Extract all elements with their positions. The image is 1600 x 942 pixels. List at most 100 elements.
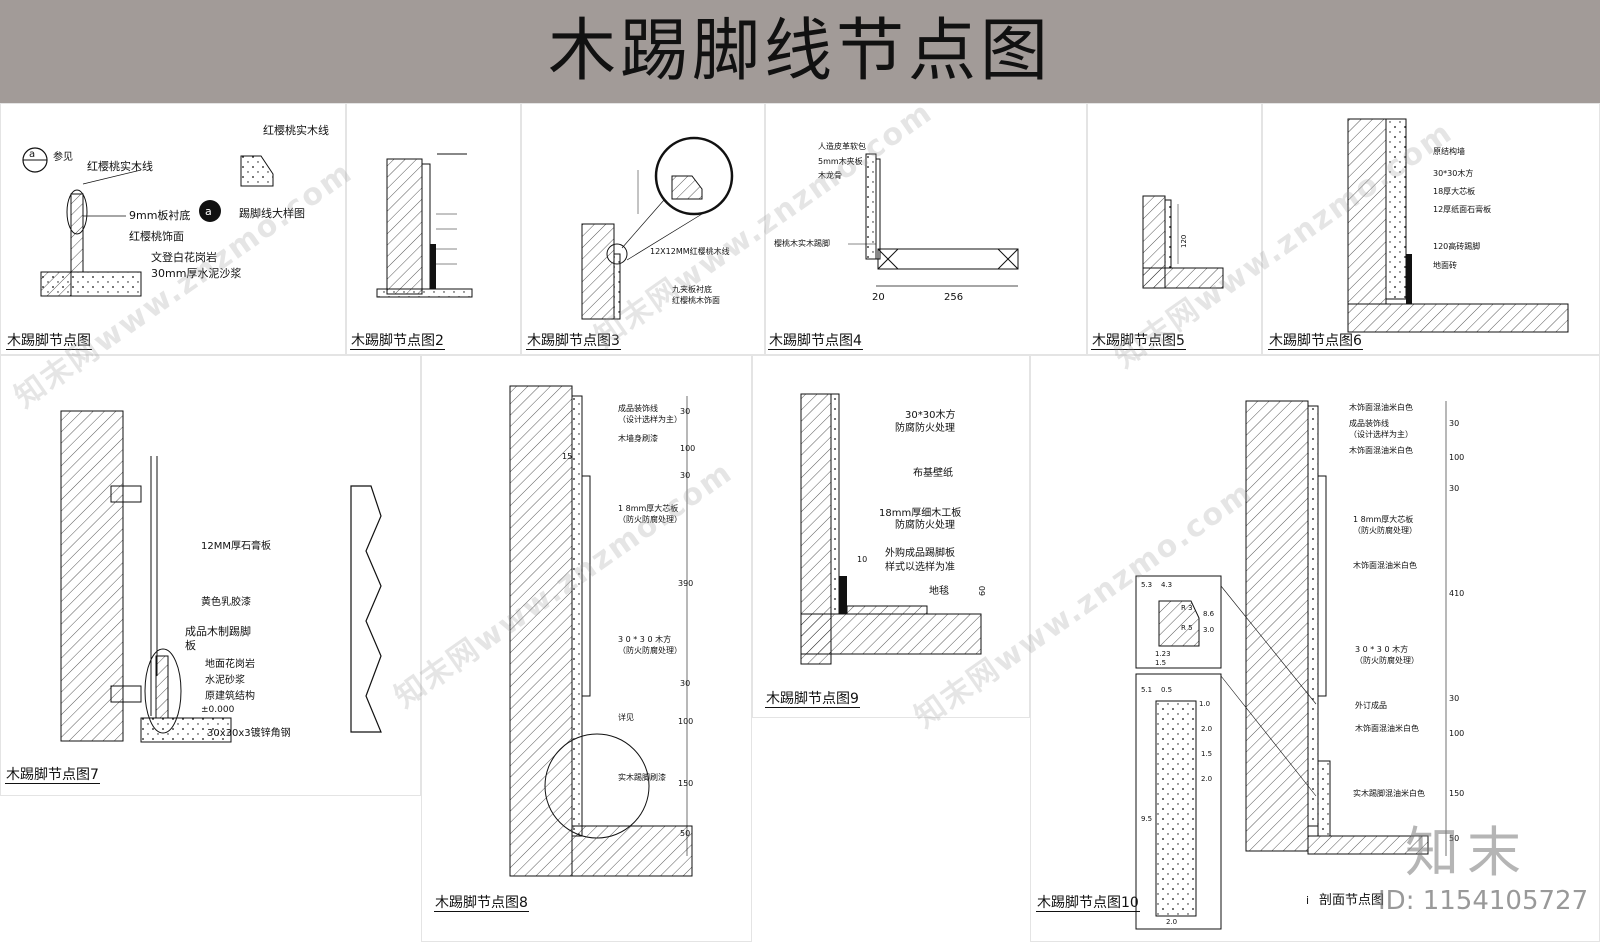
svg-text:20: 20 [872,292,885,303]
caption-7: 木踢脚节点图7 [5,767,100,784]
svg-text:地面花岗岩: 地面花岗岩 [205,657,255,670]
detail-panel-6: 原结构墙 30*30木方 18厚大芯板 12厚纸面石膏板 120高砖踢脚 地面砖… [1262,103,1600,355]
caption-4: 木踢脚节点图4 [768,333,863,350]
detail-panel-4: 20 256 人造皮革软包 5mm木夹板 木龙骨 樱桃木实木踢脚 木踢脚节点图4 [765,103,1087,355]
svg-text:60: 60 [978,586,987,596]
svg-text:30: 30 [1449,694,1459,703]
svg-text:木饰面混油米白色: 木饰面混油米白色 [1349,445,1413,455]
detail-panel-5: 120 木踢脚节点图5 [1087,103,1262,355]
caption-1: 木踢脚节点图 [6,333,92,350]
svg-text:样式以选样为准: 样式以选样为准 [885,560,955,573]
svg-text:红樱桃饰面: 红樱桃饰面 [129,229,184,243]
svg-text:R 5: R 5 [1181,624,1193,632]
svg-text:人造皮革软包: 人造皮革软包 [818,141,866,151]
svg-text:剖面节点图: 剖面节点图 [1319,893,1384,908]
svg-text:390: 390 [678,579,693,588]
svg-text:30: 30 [1449,419,1459,428]
drawing-10: 5.3 4.3 R 3 R 5 8.6 3.0 1.23 1.5 5.1 0.5… [1135,400,1464,930]
svg-text:410: 410 [1449,589,1464,598]
svg-text:120高砖踢脚: 120高砖踢脚 [1433,241,1480,251]
svg-text:150: 150 [678,779,693,788]
svg-text:30: 30 [680,471,690,480]
svg-text:1 8mm厚大芯板: 1 8mm厚大芯板 [1353,514,1413,524]
svg-text:12X12MM红樱桃木线: 12X12MM红樱桃木线 [650,246,730,256]
svg-text:布基壁纸: 布基壁纸 [913,466,953,479]
svg-text:5.3: 5.3 [1141,581,1152,589]
svg-text:1.23: 1.23 [1155,650,1171,658]
svg-text:150: 150 [1449,789,1464,798]
svg-text:（防火防腐处理）: （防火防腐处理） [1353,525,1417,535]
drawing-1: a 参见 红樱桃实木线 9mm板衬底 红樱桃饰面 文登白花岗岩 30mm厚水泥沙… [22,123,329,297]
svg-text:木饰面混油米白色: 木饰面混油米白色 [1349,402,1413,412]
svg-text:实木踢脚刷漆: 实木踢脚刷漆 [618,772,666,782]
svg-text:1.5: 1.5 [1155,659,1166,667]
svg-text:（设计选样为主）: （设计选样为主） [618,414,682,424]
svg-text:红樱桃实木线: 红樱桃实木线 [263,123,329,137]
svg-text:2.0: 2.0 [1201,725,1212,733]
svg-text:30*30木方: 30*30木方 [905,408,955,421]
caption-6: 木踢脚节点图6 [1268,333,1363,350]
svg-text:30x30x3镀锌角钢: 30x30x3镀锌角钢 [207,726,291,739]
svg-text:i: i [1306,894,1309,907]
drawing-5: 120 [1142,195,1224,289]
svg-text:红樱桃实木线: 红樱桃实木线 [87,159,153,173]
svg-text:樱桃木实木踢脚: 樱桃木实木踢脚 [774,238,830,248]
svg-text:黄色乳胶漆: 黄色乳胶漆 [201,595,251,608]
svg-text:±0.000: ±0.000 [201,705,235,715]
svg-text:木饰面混油米白色: 木饰面混油米白色 [1355,723,1419,733]
svg-text:2.0: 2.0 [1201,775,1212,783]
svg-text:木龙骨: 木龙骨 [818,170,842,180]
svg-text:120: 120 [1180,235,1188,248]
svg-text:成品木制踢脚: 成品木制踢脚 [185,624,251,638]
svg-text:木墙身刷漆: 木墙身刷漆 [618,433,658,443]
svg-text:板: 板 [185,638,196,652]
drawing-8: 成品装饰线 （设计选样为主） 木墙身刷漆 1 8mm厚大芯板 （防火防腐处理） … [509,385,695,877]
svg-text:红樱桃木饰面: 红樱桃木饰面 [672,295,720,305]
detail-panel-9: 30*30木方 防腐防火处理 布基壁纸 18mm厚细木工板 防腐防火处理 外购成… [752,355,1030,718]
drawing-6: 原结构墙 30*30木方 18厚大芯板 12厚纸面石膏板 120高砖踢脚 地面砖 [1347,118,1569,333]
detail-panel-1: a 参见 红樱桃实木线 9mm板衬底 红樱桃饰面 文登白花岗岩 30mm厚水泥沙… [0,103,346,355]
caption-3: 木踢脚节点图3 [526,333,621,350]
svg-text:防腐防火处理: 防腐防火处理 [895,421,955,434]
svg-text:原建筑结构: 原建筑结构 [205,689,255,702]
svg-text:（防火防腐处理）: （防火防腐处理） [1355,655,1419,665]
svg-text:外订成品: 外订成品 [1355,700,1387,710]
svg-text:15: 15 [562,452,572,461]
svg-text:9.5: 9.5 [1141,815,1152,823]
drawing-7: 12MM厚石膏板 黄色乳胶漆 成品木制踢脚 板 地面花岗岩 水泥砂浆 原建筑结构… [60,410,382,743]
svg-text:5mm木夹板: 5mm木夹板 [818,156,863,166]
detail-panel-3: 12X12MM红樱桃木线 九夹板衬底 红樱桃木饰面 木踢脚节点图3 [521,103,765,355]
svg-text:1.5: 1.5 [1201,750,1212,758]
svg-text:100: 100 [680,444,695,453]
svg-text:（防火防腐处理）: （防火防腐处理） [618,645,682,655]
svg-text:0.5: 0.5 [1161,686,1172,694]
svg-text:3.0: 3.0 [1203,626,1214,634]
svg-text:成品装饰线: 成品装饰线 [618,403,658,413]
drawing-4: 20 256 人造皮革软包 5mm木夹板 木龙骨 樱桃木实木踢脚 [774,141,1019,303]
svg-text:1.0: 1.0 [1199,700,1210,708]
svg-text:3 0 * 3 0 木方: 3 0 * 3 0 木方 [618,634,671,644]
caption-10: 木踢脚节点图10 [1036,895,1140,912]
svg-text:a: a [205,205,212,218]
svg-text:4.3: 4.3 [1161,581,1172,589]
svg-text:30*30木方: 30*30木方 [1433,168,1473,178]
svg-text:100: 100 [678,717,693,726]
caption-8: 木踢脚节点图8 [434,895,529,912]
svg-text:文登白花岗岩: 文登白花岗岩 [151,250,217,264]
watermark-id: ID: 1154105727 [1378,886,1589,916]
svg-text:50: 50 [680,829,690,838]
caption-2: 木踢脚节点图2 [350,333,445,350]
detail-panel-8: 成品装饰线 （设计选样为主） 木墙身刷漆 1 8mm厚大芯板 （防火防腐处理） … [421,355,752,942]
svg-text:原结构墙: 原结构墙 [1433,146,1465,156]
badge-a: a [29,149,35,160]
svg-text:外购成品踢脚板: 外购成品踢脚板 [885,546,955,559]
svg-text:30: 30 [1449,484,1459,493]
svg-text:地毯: 地毯 [929,584,949,597]
svg-text:九夹板衬底: 九夹板衬底 [672,284,712,294]
svg-text:50: 50 [1449,834,1459,843]
svg-text:30: 30 [680,407,690,416]
svg-text:30mm厚水泥沙浆: 30mm厚水泥沙浆 [151,266,241,280]
svg-text:12厚纸面石膏板: 12厚纸面石膏板 [1433,204,1491,214]
svg-text:成品装饰线: 成品装饰线 [1349,418,1389,428]
svg-text:1 8mm厚大芯板: 1 8mm厚大芯板 [618,503,678,513]
